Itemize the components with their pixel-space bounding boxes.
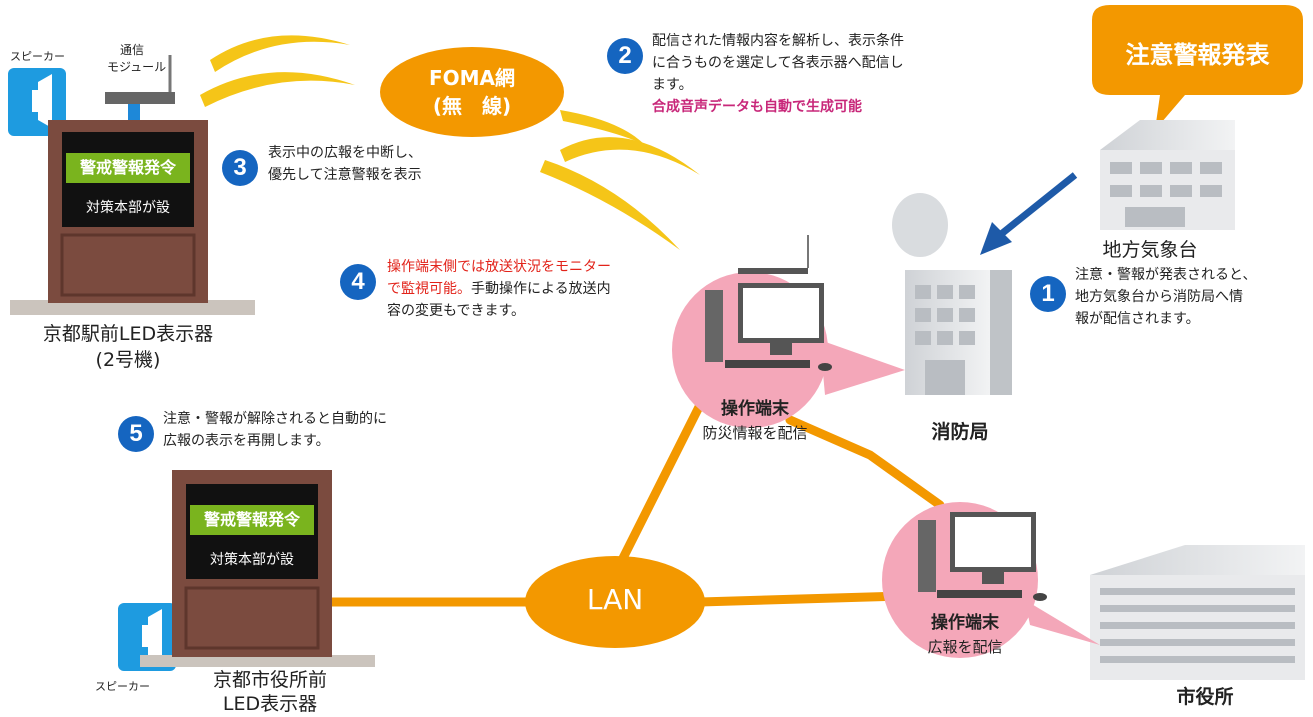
step1-line1: 注意・警報が発表されると、 xyxy=(1075,267,1257,283)
terminal-city-pc xyxy=(918,512,1047,601)
speaker-label-top: スピーカー xyxy=(10,50,65,63)
step2-line2: に合うものを選定して各表示器へ配信し xyxy=(652,55,904,71)
terminal-city-subtitle: 広報を配信 xyxy=(927,638,1003,656)
alert-speech-bubble xyxy=(1092,5,1303,130)
foma-label-1: FOMA網 xyxy=(428,66,516,90)
terminal-fire-title: 操作端末 xyxy=(721,399,789,419)
comm-module-label-1: 通信 xyxy=(120,43,145,57)
step5-badge: 5 xyxy=(118,416,154,452)
step1-line3: 報が配信されます。 xyxy=(1075,311,1200,327)
step4-line2: で監視可能。手動操作による放送内 xyxy=(387,280,611,299)
step4-line2-rest: 手動操作による放送内 xyxy=(471,281,611,297)
station1-caption-2: (2号機) xyxy=(95,349,161,371)
step4-red-line2: で監視可能。 xyxy=(387,281,471,297)
step4-red-line1: 操作端末側では放送状況をモニター xyxy=(387,259,611,275)
alert-label: 注意警報発表 xyxy=(1125,41,1270,69)
lan-bubble xyxy=(525,556,705,648)
fire-dept-caption: 消防局 xyxy=(931,421,989,443)
speaker-label-bottom: スピーカー xyxy=(95,680,150,693)
station2-caption-2: LED表示器 xyxy=(222,693,318,715)
terminal-city-title: 操作端末 xyxy=(931,613,999,633)
lan-lines xyxy=(325,390,945,607)
board2-subline: 対策本部が設 xyxy=(210,552,294,568)
step5-line1: 注意・警報が解除されると自動的に xyxy=(163,411,387,427)
step5-line2: 広報の表示を再開します。 xyxy=(163,433,330,449)
step2-highlight: 合成音声データも自動で生成可能 xyxy=(652,99,862,115)
board1-headline: 警戒警報発令 xyxy=(66,153,190,183)
weather-office-caption: 地方気象台 xyxy=(1102,239,1198,261)
lan-label: LAN xyxy=(586,583,644,616)
city-hall-caption: 市役所 xyxy=(1176,686,1234,708)
foma-label-2: (無 線) xyxy=(432,94,512,118)
step1-badge: 1 xyxy=(1030,276,1066,312)
led-board-city-hall xyxy=(140,470,375,667)
step2-badge: 2 xyxy=(607,38,643,74)
terminal-fire-subtitle: 防災情報を配信 xyxy=(702,424,808,442)
step4-line3: 容の変更もできます。 xyxy=(387,303,526,319)
data-flow-arrow xyxy=(980,172,1078,255)
led-board-kyoto-station xyxy=(10,120,255,315)
step3-badge: 3 xyxy=(222,150,258,186)
step3-line1: 表示中の広報を中断し、 xyxy=(268,145,422,161)
step2-line1: 配信された情報内容を解析し、表示条件 xyxy=(652,33,904,49)
step4-badge: 4 xyxy=(340,264,376,300)
step1-line2: 地方気象台から消防局へ情 xyxy=(1075,289,1243,305)
speaker-icon-top xyxy=(8,68,66,136)
comm-module xyxy=(105,55,175,122)
board2-headline: 警戒警報発令 xyxy=(190,505,314,535)
station1-caption-1: 京都駅前LED表示器 xyxy=(42,323,214,345)
step2-line3: ます。 xyxy=(652,77,693,93)
weather-office-building xyxy=(1100,120,1235,230)
city-hall-building xyxy=(1090,545,1305,680)
fire-dept-building xyxy=(892,193,1012,395)
comm-module-label-2: モジュール xyxy=(107,60,167,74)
step3-line2: 優先して注意警報を表示 xyxy=(268,167,422,183)
foma-network-bubble xyxy=(380,47,564,137)
wireless-waves xyxy=(200,35,700,250)
station2-caption-1: 京都市役所前 xyxy=(212,669,327,691)
speaker-icon-bottom xyxy=(118,603,176,671)
board1-subline: 対策本部が設 xyxy=(86,200,170,216)
terminal-fire-pc xyxy=(705,235,832,371)
